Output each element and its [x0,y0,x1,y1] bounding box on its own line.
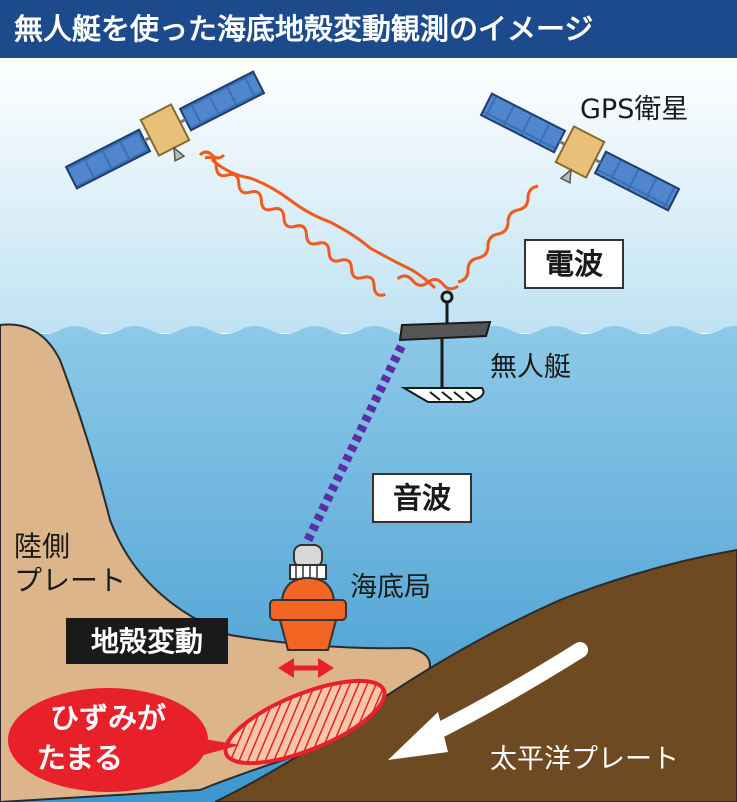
unmanned-boat [398,290,492,403]
strain-label-line2: たまる [37,741,123,775]
sound-wave [303,343,407,542]
unmanned-boat-label: 無人艇 [490,352,571,383]
radio-wave-right [396,274,459,291]
satellite-right [479,92,681,212]
pacific-plate-label: 太平洋プレート [490,744,679,775]
radio-wave-right-2 [457,184,539,284]
subduction-arrow [388,642,588,760]
sound-wave-label-box: 音波 [372,473,472,523]
crustal-deformation-label: 地殻変動 [66,618,228,664]
scene: ひずみが たまる 地殻変動 陸側 プレート 太平洋プレート [0,58,737,802]
strain-callout: ひずみが たまる [8,688,240,792]
land-plate-label-line1: 陸側 [14,530,70,563]
radio-wave-left-squiggle [204,155,386,297]
strain-zone [223,678,387,766]
radio-wave-label: 電波 [545,247,604,281]
sound-wave-label: 音波 [393,481,452,515]
title-bar: 無人艇を使った海底地殻変動観測のイメージ [0,0,737,58]
seafloor-station-label: 海底局 [350,572,431,603]
seafloor-station [269,544,347,651]
radio-wave-label-box: 電波 [524,239,624,289]
page-title: 無人艇を使った海底地殻変動観測のイメージ [14,12,594,46]
radio-wave-left [198,150,437,290]
deformation-arrow [278,658,334,678]
crustal-deformation-text: 地殻変動 [91,625,203,658]
strain-label-line1: ひずみが [50,701,166,735]
satellite-left [64,70,266,190]
land-plate-label-line2: プレート [14,564,126,597]
gps-satellite-label: GPS衛星 [580,94,688,125]
